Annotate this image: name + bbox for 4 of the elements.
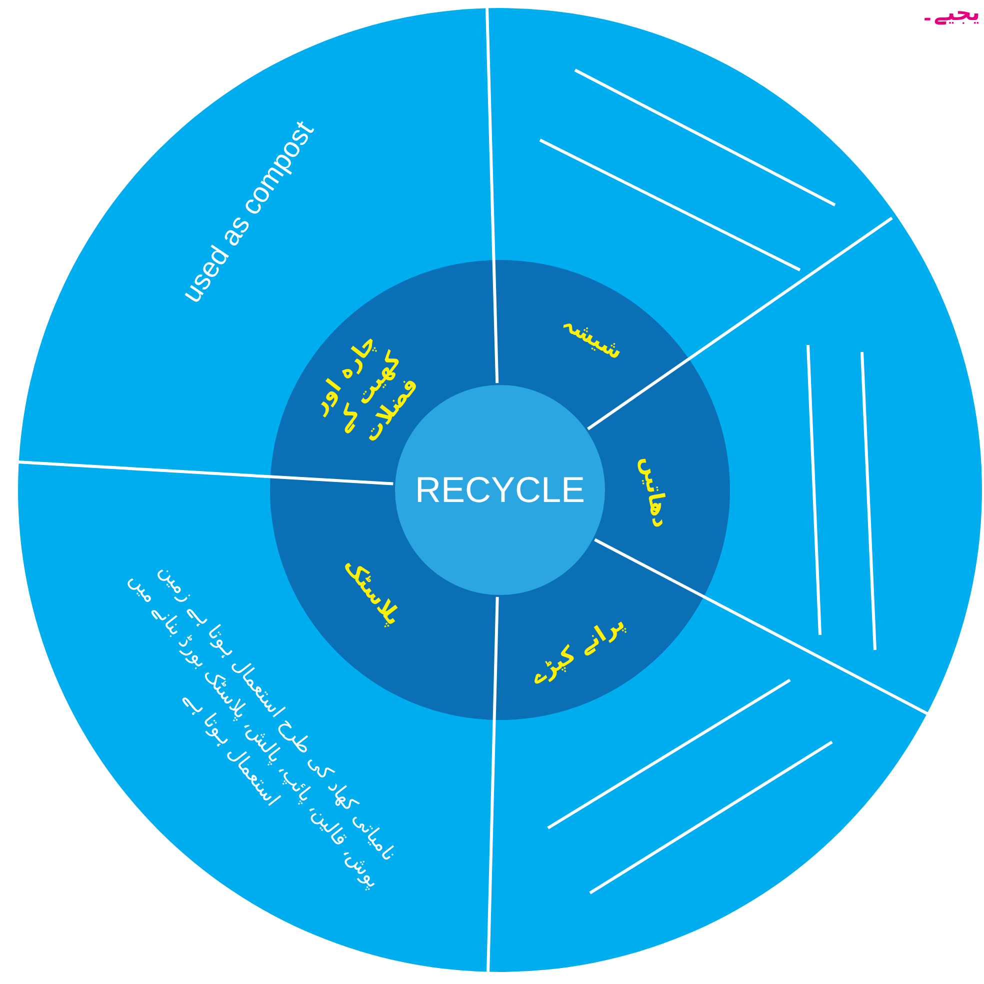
category-label: دھاتیں bbox=[632, 445, 676, 539]
instruction-text: یجیے۔ bbox=[920, 0, 980, 26]
category-label: شیشہ bbox=[546, 302, 638, 374]
category-label: پرانے کپڑے bbox=[502, 594, 654, 706]
